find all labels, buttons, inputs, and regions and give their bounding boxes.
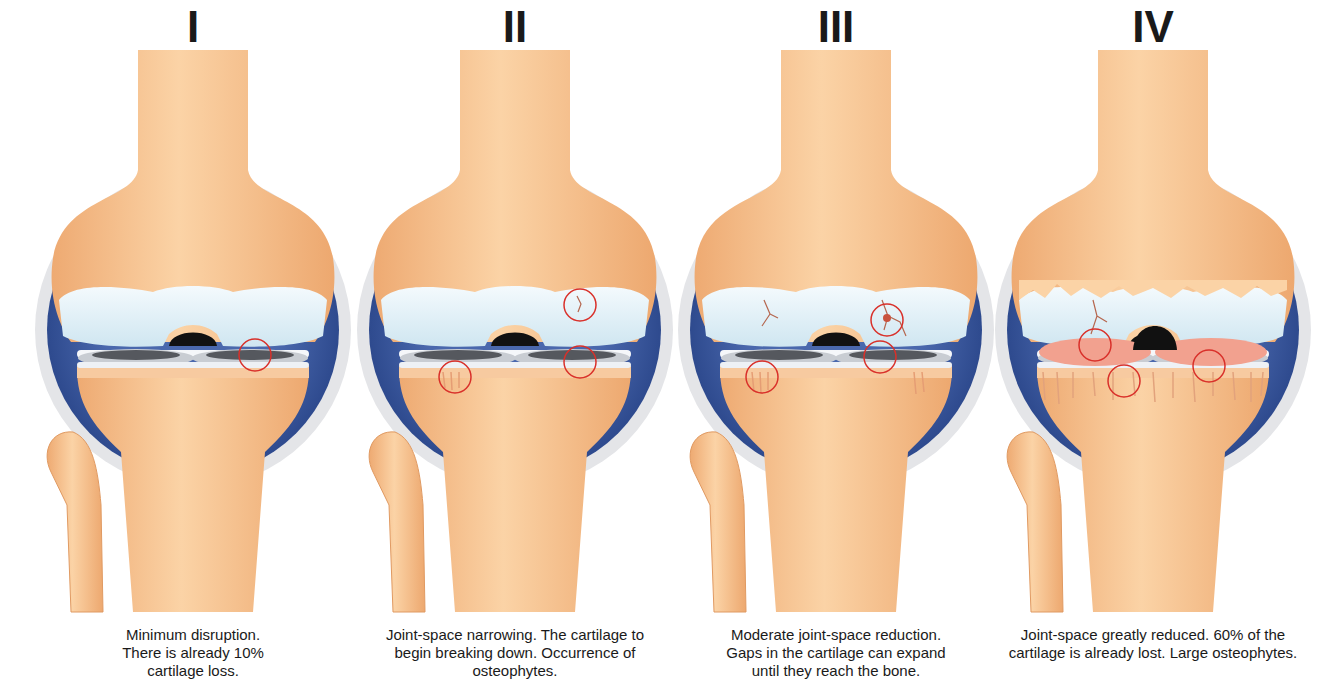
stage-caption: Minimum disruption. There is already 10%… [113, 626, 273, 680]
knee-joint [678, 50, 994, 612]
highlight-circle [746, 361, 778, 393]
highlight-circle [1108, 365, 1140, 397]
exposed-bone [1039, 338, 1151, 366]
stage-caption: Joint-space narrowing. The cartilage to … [370, 626, 660, 680]
knee-joint [995, 50, 1311, 612]
stage-numeral: III [786, 4, 886, 50]
highlight-circle [564, 289, 596, 321]
highlight-circle [564, 346, 596, 378]
knee-stage-4 [995, 50, 1311, 612]
knee-stage-2 [357, 50, 673, 612]
cartilage-crack [762, 300, 778, 326]
knee-joint [35, 50, 351, 612]
knee-stage-3 [678, 50, 994, 612]
highlight-circle [871, 304, 903, 336]
knee-stage-1 [35, 50, 351, 612]
stage-numeral: IV [1103, 4, 1203, 50]
stage-caption: Joint-space greatly reduced. 60% of the … [1008, 626, 1298, 662]
crack-spot [883, 314, 891, 322]
osteophyte-mark [443, 372, 459, 390]
eroded-cartilage [1019, 280, 1287, 300]
highlight-circle [439, 361, 471, 393]
highlight-circle [239, 339, 271, 371]
osteophyte-mark [1043, 372, 1263, 404]
highlight-circle [1193, 350, 1225, 382]
stage-caption: Moderate joint-space reduction. Gaps in … [711, 626, 961, 680]
stage-numeral: I [143, 4, 243, 50]
stage-numeral: II [465, 4, 565, 50]
highlight-circle [1079, 329, 1111, 361]
knee-joint [357, 50, 673, 612]
cartilage-crack [577, 296, 581, 312]
highlight-circle [864, 341, 896, 373]
